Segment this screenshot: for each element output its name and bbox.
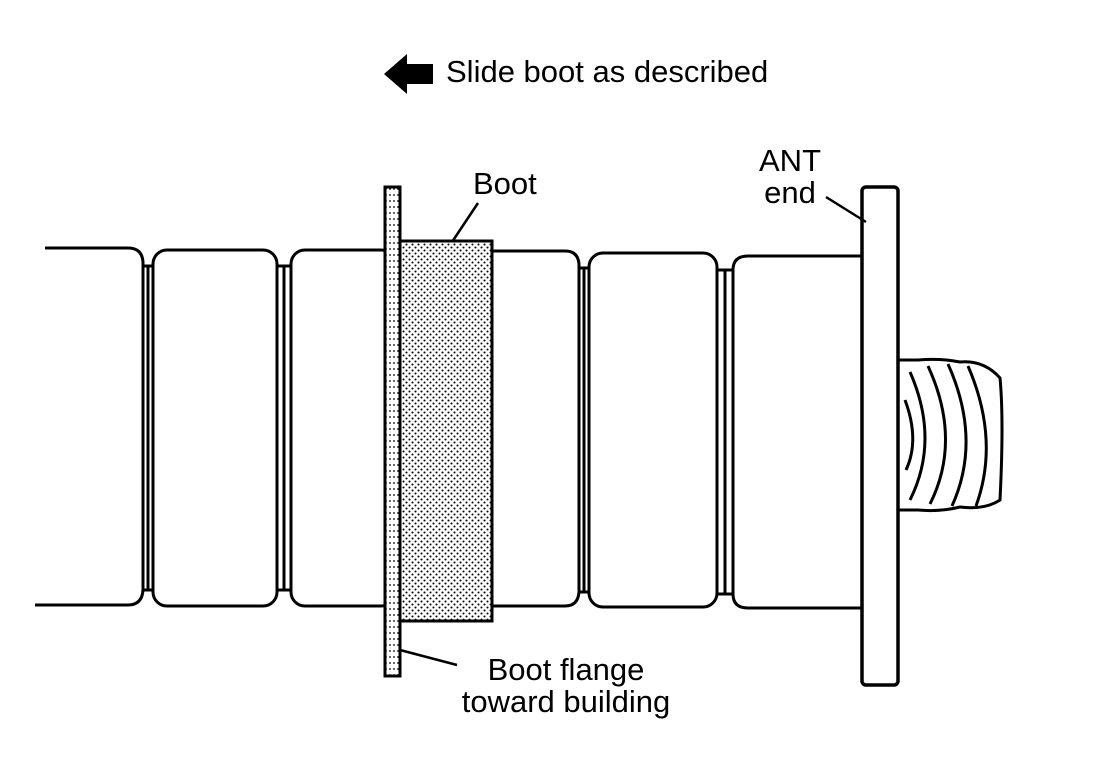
ant-end-label-line2: end	[764, 175, 816, 211]
flange-leader	[399, 648, 458, 667]
ant-end-flange	[860, 185, 900, 687]
left-arrow-icon	[384, 54, 433, 94]
boot-flange-label: Boot flange toward building	[443, 652, 689, 720]
instruction-text: Slide boot as described	[446, 54, 769, 89]
ant-end-label: ANT end	[748, 143, 832, 211]
threaded-connector	[898, 357, 1004, 513]
ant-end-label-line1: ANT	[759, 143, 821, 178]
boot-flange	[383, 185, 402, 678]
leader-lines	[399, 195, 867, 667]
boot-leader	[450, 202, 480, 243]
boot-flange-label-line1: Boot flange	[487, 652, 645, 687]
ant-end-leader	[825, 195, 867, 224]
boot-label: Boot	[473, 166, 537, 201]
boot-body	[394, 239, 494, 623]
boot-flange-label-line2: toward building	[461, 684, 671, 720]
